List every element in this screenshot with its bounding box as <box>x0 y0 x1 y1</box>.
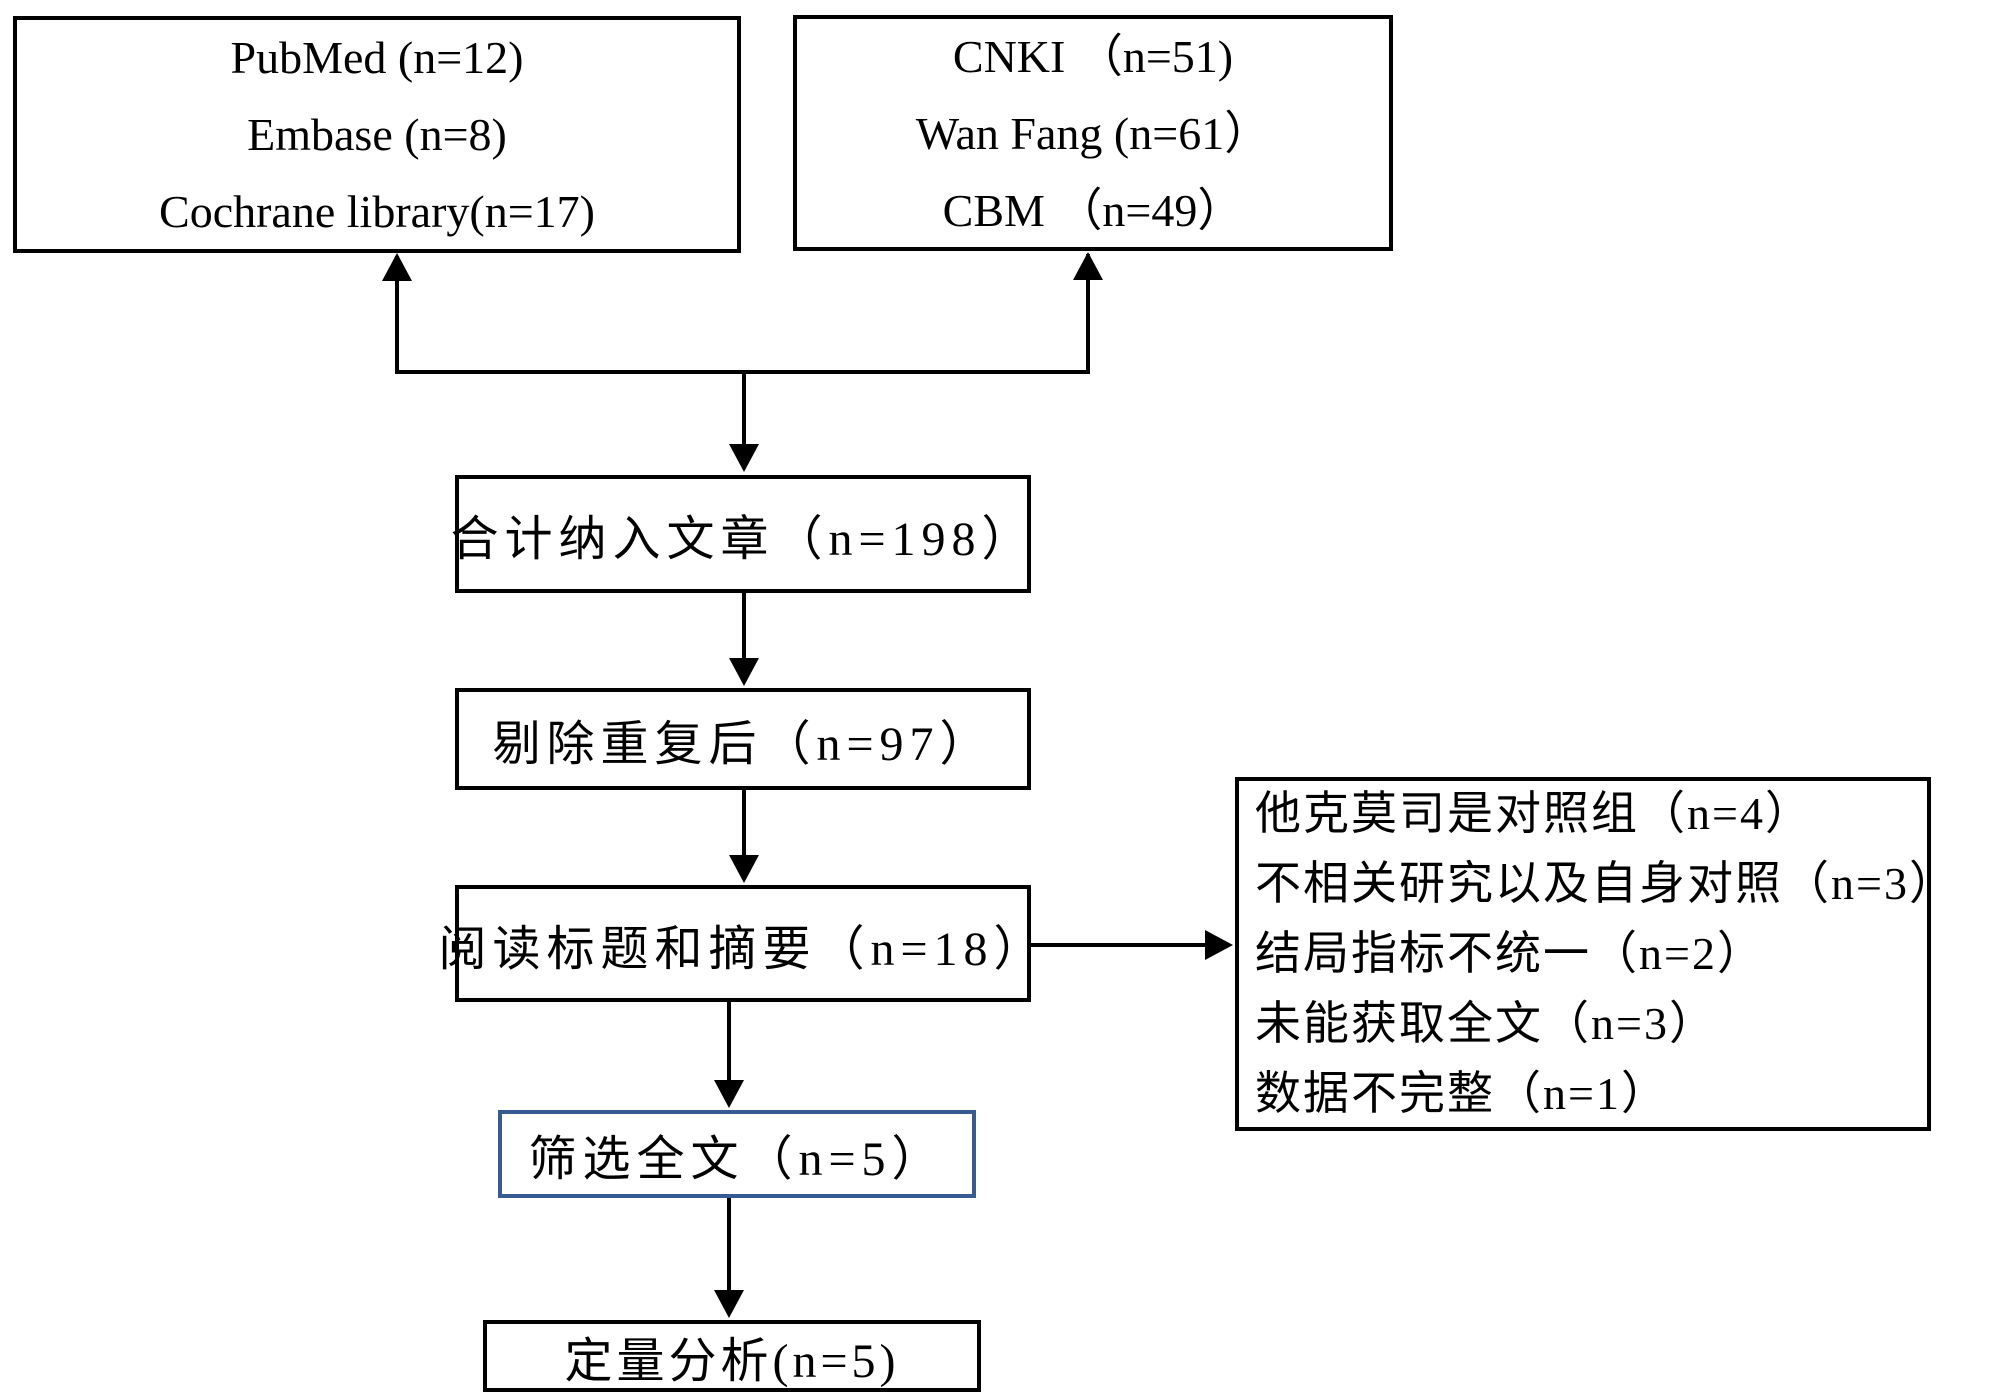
fulltext-box: 筛选全文（n=5） <box>498 1110 976 1198</box>
connector-to-exclusions <box>1031 943 1209 947</box>
dedup-box: 剔除重复后（n=97） <box>455 688 1031 790</box>
title-abstract-label: 阅读标题和摘要（n=18） <box>438 922 1048 976</box>
exclusion-line-no-fulltext: 未能获取全文（n=3） <box>1255 998 1717 1049</box>
connector-stem-to-quantitative <box>727 1198 731 1292</box>
source-line-cochrane: Cochrane library(n=17) <box>159 186 595 237</box>
arrowhead-down-titleabstract-icon <box>729 855 759 883</box>
arrowhead-up-left-icon <box>382 253 412 281</box>
total-included-label: 合计纳入文章（n=198） <box>450 513 1036 566</box>
source-line-pubmed: PubMed (n=12) <box>230 32 524 83</box>
source-box-chinese: CNKI （n=51) Wan Fang (n=61） CBM （n=49） <box>793 15 1393 251</box>
connector-stem-to-dedup <box>742 593 746 661</box>
quantitative-box: 定量分析(n=5) <box>483 1320 981 1392</box>
connector-right-upline <box>1086 254 1090 374</box>
title-abstract-box: 阅读标题和摘要（n=18） <box>438 885 1042 1002</box>
arrowhead-right-exclusions-icon <box>1205 930 1233 960</box>
source-line-cbm: CBM （n=49） <box>942 184 1244 236</box>
connector-stem-to-total <box>742 372 746 448</box>
exclusion-line-irrelevant: 不相关研究以及自身对照（n=3） <box>1255 858 1957 909</box>
quantitative-label: 定量分析(n=5) <box>564 1335 900 1388</box>
connector-left-upline <box>395 256 399 374</box>
source-line-embase: Embase (n=8) <box>247 109 507 160</box>
arrowhead-down-quantitative-icon <box>714 1290 744 1318</box>
exclusion-box: 他克莫司是对照组（n=4） 不相关研究以及自身对照（n=3） 结局指标不统一（n… <box>1235 777 1955 1131</box>
fulltext-label: 筛选全文（n=5） <box>528 1133 946 1186</box>
arrowhead-down-fulltext-icon <box>714 1080 744 1108</box>
dedup-label: 剔除重复后（n=97） <box>492 718 994 771</box>
total-included-box: 合计纳入文章（n=198） <box>450 475 1031 593</box>
exclusion-line-outcomes: 结局指标不统一（n=2） <box>1255 928 1765 979</box>
connector-stem-to-titleabstract <box>742 790 746 858</box>
source-line-cnki: CNKI （n=51) <box>952 30 1234 82</box>
source-box-international: PubMed (n=12) Embase (n=8) Cochrane libr… <box>13 16 741 253</box>
arrowhead-down-total-icon <box>729 444 759 472</box>
exclusion-line-control-group: 他克莫司是对照组（n=4） <box>1255 788 1813 839</box>
source-line-wanfang: Wan Fang (n=61） <box>915 107 1271 159</box>
connector-stem-to-fulltext <box>727 1002 731 1082</box>
arrowhead-down-dedup-icon <box>729 658 759 686</box>
arrowhead-up-right-icon <box>1073 252 1103 280</box>
exclusion-line-incomplete-data: 数据不完整（n=1） <box>1255 1068 1669 1119</box>
